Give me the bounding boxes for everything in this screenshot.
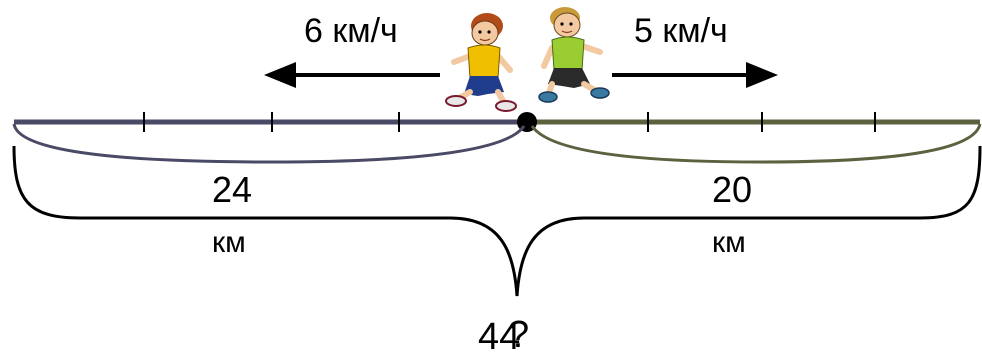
- right-distance-arc: [530, 123, 982, 164]
- right-arrow-icon: [612, 62, 778, 88]
- left-distance-unit: км: [212, 226, 246, 259]
- left-arrow-icon: [264, 62, 440, 88]
- boy-running-right-icon: [538, 7, 610, 103]
- right-distance-value: 20: [712, 169, 753, 210]
- left-distance-value: 24: [212, 169, 253, 210]
- left-distance-arc: [12, 123, 526, 164]
- left-speed-label: 6 км/ч: [304, 12, 398, 50]
- total-distance-value: 44: [478, 316, 521, 358]
- right-distance-unit: км: [712, 226, 746, 259]
- total-distance-question: ?: [508, 314, 530, 356]
- right-speed-label: 5 км/ч: [634, 12, 728, 50]
- total-brace: [12, 145, 982, 297]
- boy-running-left-icon: [445, 13, 517, 112]
